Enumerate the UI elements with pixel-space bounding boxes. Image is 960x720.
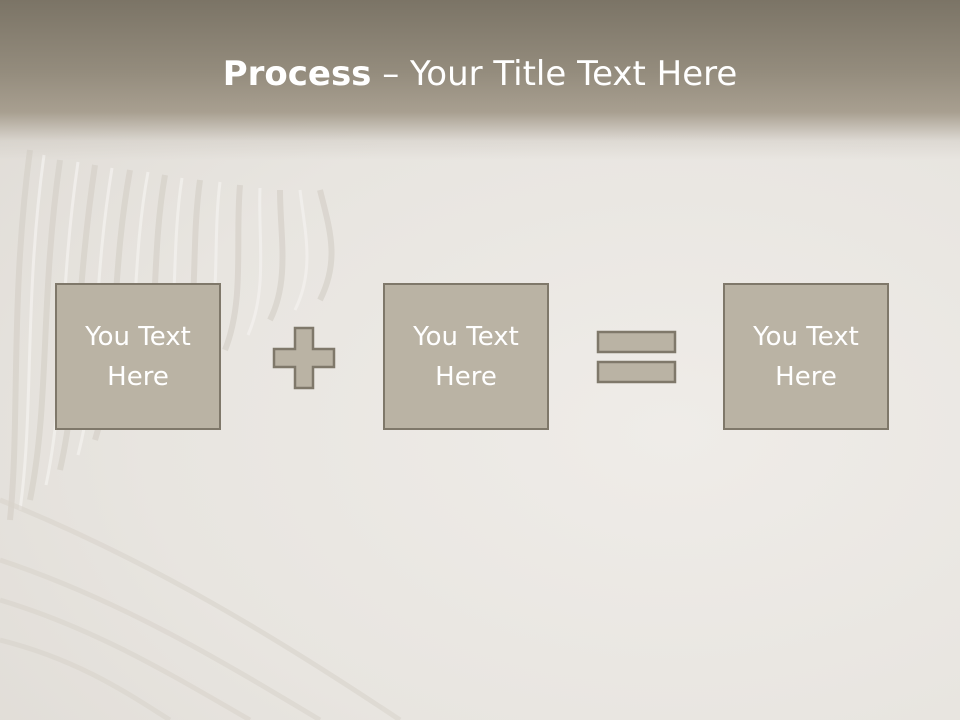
- process-box-2-label: You Text Here: [413, 321, 519, 392]
- title-bar: [0, 0, 960, 160]
- process-box-2[interactable]: You Text Here: [383, 283, 549, 430]
- process-box-1[interactable]: You Text Here: [55, 283, 221, 430]
- process-box-3[interactable]: You Text Here: [723, 283, 889, 430]
- title-rest-text: – Your Title Text Here: [371, 54, 738, 94]
- equals-icon: [596, 330, 677, 384]
- plus-icon: [272, 326, 336, 390]
- title-bold-text: Process: [222, 54, 372, 94]
- process-box-1-label: You Text Here: [85, 321, 191, 392]
- process-box-3-label: You Text Here: [753, 321, 859, 392]
- slide-title: Process – Your Title Text Here: [0, 52, 960, 96]
